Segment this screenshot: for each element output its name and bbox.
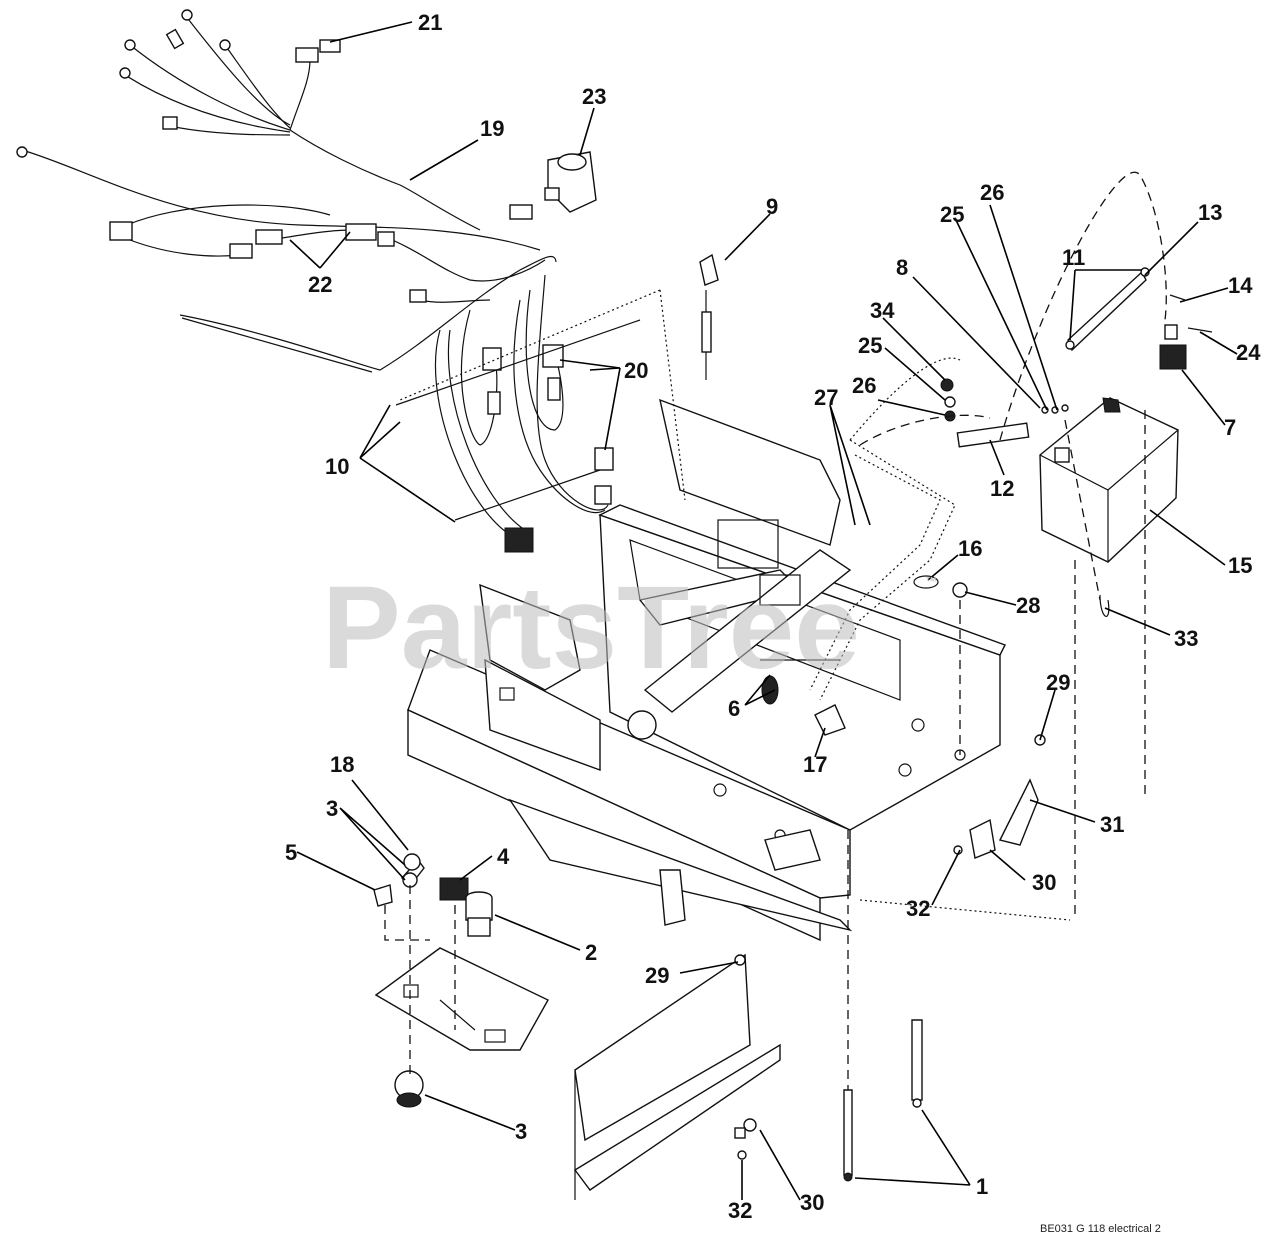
callout-11: 11 xyxy=(1062,245,1085,270)
callout-33: 33 xyxy=(1174,626,1198,651)
callout-3-top: 3 xyxy=(326,796,338,821)
callout-25-mid: 25 xyxy=(858,333,882,358)
callout-12: 12 xyxy=(990,476,1014,501)
battery-assembly xyxy=(859,171,1213,920)
callout-20: 20 xyxy=(624,358,648,383)
leader-lines xyxy=(289,21,1238,1201)
callout-1: 1 xyxy=(976,1174,988,1199)
callout-29-bottom: 29 xyxy=(645,963,669,988)
callout-30-bottom: 30 xyxy=(800,1190,824,1215)
throttle-cable xyxy=(699,253,719,380)
callout-19: 19 xyxy=(480,116,504,141)
callout-31: 31 xyxy=(1100,812,1124,837)
callout-28: 28 xyxy=(1016,593,1040,618)
callout-29-top: 29 xyxy=(1046,670,1070,695)
dash-panel xyxy=(373,853,549,1108)
callout-25-top: 25 xyxy=(940,202,964,227)
callout-32-bottom: 32 xyxy=(728,1198,752,1223)
solenoid xyxy=(509,151,597,220)
callout-21: 21 xyxy=(418,10,442,35)
callout-26-mid: 26 xyxy=(852,373,876,398)
callout-2: 2 xyxy=(585,940,597,965)
callout-17: 17 xyxy=(803,752,827,777)
diagram-reference-code: BE031 G 118 electrical 2 xyxy=(1040,1223,1161,1235)
callout-27: 27 xyxy=(814,385,838,410)
callout-30-right: 30 xyxy=(1032,870,1056,895)
callout-24: 24 xyxy=(1236,340,1261,365)
watermark-brand: PartsTree xyxy=(322,562,860,694)
wiring-harness xyxy=(16,9,557,373)
callout-14: 14 xyxy=(1228,273,1253,298)
callout-6: 6 xyxy=(728,696,740,721)
harness-loops xyxy=(395,274,641,553)
callout-7: 7 xyxy=(1224,415,1236,440)
callout-26-top: 26 xyxy=(980,180,1004,205)
callout-4: 4 xyxy=(497,844,510,869)
callout-3-bottom: 3 xyxy=(515,1119,527,1144)
watermark-trademark: ™ xyxy=(925,574,937,588)
callout-15: 15 xyxy=(1228,553,1252,578)
callout-16: 16 xyxy=(958,536,982,561)
main-frame xyxy=(407,398,1006,942)
callout-9: 9 xyxy=(766,194,778,219)
callout-10: 10 xyxy=(325,454,349,479)
callout-8: 8 xyxy=(896,255,908,280)
right-brackets xyxy=(913,575,1046,859)
callout-23: 23 xyxy=(582,84,606,109)
callout-13: 13 xyxy=(1198,200,1222,225)
callout-5: 5 xyxy=(285,840,297,865)
long-bolts xyxy=(843,600,1071,1182)
bottom-panel xyxy=(573,953,781,1200)
callout-34: 34 xyxy=(870,298,895,323)
battery-cable xyxy=(399,289,961,701)
callout-18: 18 xyxy=(330,752,354,777)
callout-22: 22 xyxy=(308,272,332,297)
callout-32-right: 32 xyxy=(906,896,930,921)
